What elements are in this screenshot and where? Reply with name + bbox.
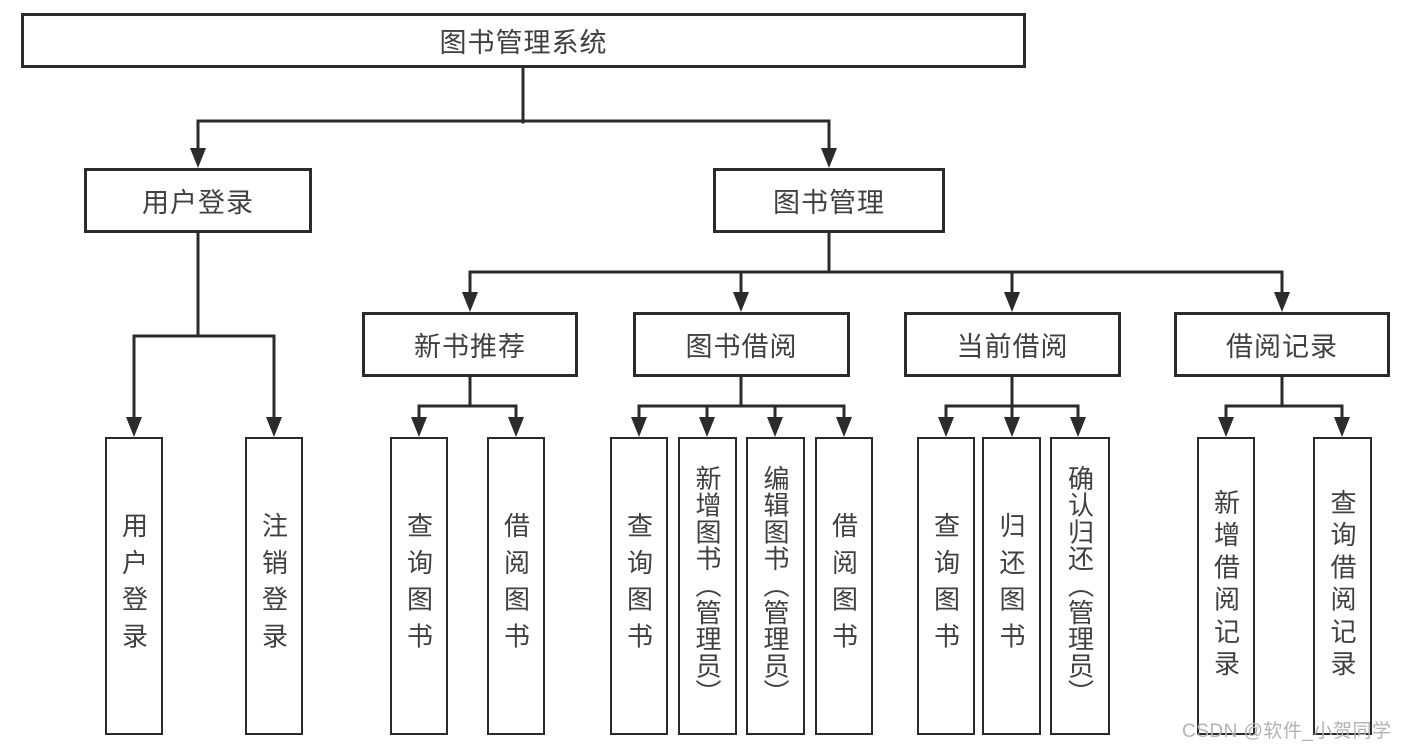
node-current-borrowing: 当前借阅 [904,312,1121,377]
leaf-records-query-borrow-record: 查询借阅记录 [1313,437,1372,735]
csdn-watermark: CSDN @软件_小贺同学 [1182,721,1392,742]
node-label: 图书借阅 [685,332,798,362]
tree-edges [132,66,1344,427]
leaf-recommend-query-books: 查询图书 [390,437,448,735]
node-label: 借阅图书 [500,512,531,660]
node-label: 查询借阅记录 [1327,489,1357,683]
node-book-management: 图书管理 [713,168,945,233]
node-label: 借阅记录 [1226,332,1338,362]
node-new-book-recommend: 新书推荐 [362,312,578,377]
node-label: 用户登录 [118,512,149,660]
node-label: 用户登录 [142,188,254,218]
leaf-recommend-borrow-books: 借阅图书 [487,437,545,735]
node-label: 查询图书 [623,512,654,660]
leaf-logout-login: 注销登录 [245,437,303,735]
node-label: 新增图书（管理员） [692,465,722,707]
leaf-user-login: 用户登录 [105,437,163,735]
leaf-current-query-books: 查询图书 [917,437,975,735]
node-user-login: 用户登录 [84,168,312,233]
node-book-borrowing: 图书借阅 [633,312,850,377]
leaf-borrowing-query-books: 查询图书 [610,437,668,735]
node-label: 编辑图书（管理员） [760,465,790,707]
node-label: 图书管理 [773,188,885,218]
leaf-borrowing-borrow-books: 借阅图书 [815,437,873,735]
node-label: 注销登录 [258,512,289,660]
node-label: 新增借阅记录 [1210,489,1241,683]
leaf-borrowing-edit-books-admin: 编辑图书（管理员） [746,437,805,735]
leaf-borrowing-add-books-admin: 新增图书（管理员） [678,437,737,735]
node-label: 归还图书 [996,512,1026,660]
node-label: 新书推荐 [414,332,526,362]
arrowhead-icons [126,148,1350,437]
node-label: 借阅图书 [828,512,859,660]
node-label: 查询图书 [403,512,434,660]
node-label: 查询图书 [930,512,961,660]
leaf-current-confirm-return-admin: 确认归还（管理员） [1050,437,1110,735]
node-label: 图书管理系统 [439,28,608,58]
leaf-records-add-borrow-record: 新增借阅记录 [1197,437,1255,735]
node-borrow-records: 借阅记录 [1174,312,1390,377]
leaf-current-return-books: 归还图书 [982,437,1041,735]
node-label: 当前借阅 [956,332,1069,362]
node-label: 确认归还（管理员） [1064,465,1095,707]
node-root-system: 图书管理系统 [21,13,1026,68]
